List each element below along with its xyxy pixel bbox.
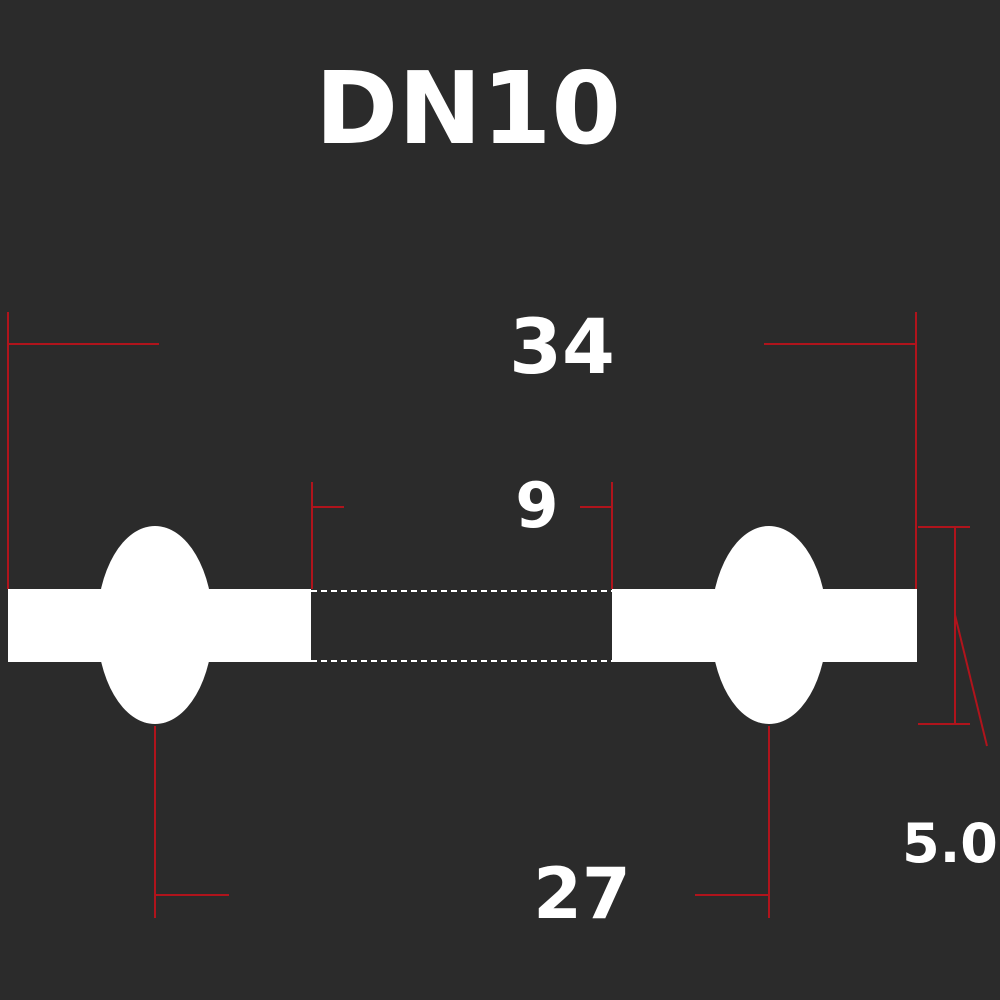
overall-length-label: 34 xyxy=(509,302,615,391)
leader-line xyxy=(954,614,988,747)
ball-distance-label: 27 xyxy=(533,853,630,935)
dimension-overall-length xyxy=(7,312,917,589)
dimension-height xyxy=(918,526,988,747)
right-ball xyxy=(711,526,827,724)
part-shape xyxy=(8,526,917,724)
dimension-ball-distance xyxy=(154,726,770,918)
diagram-title: DN10 xyxy=(315,50,621,167)
inner-gap-label: 9 xyxy=(515,469,558,542)
dimension-inner-gap xyxy=(311,482,613,589)
left-ball xyxy=(97,526,213,724)
height-label: 5.0 xyxy=(902,812,998,875)
